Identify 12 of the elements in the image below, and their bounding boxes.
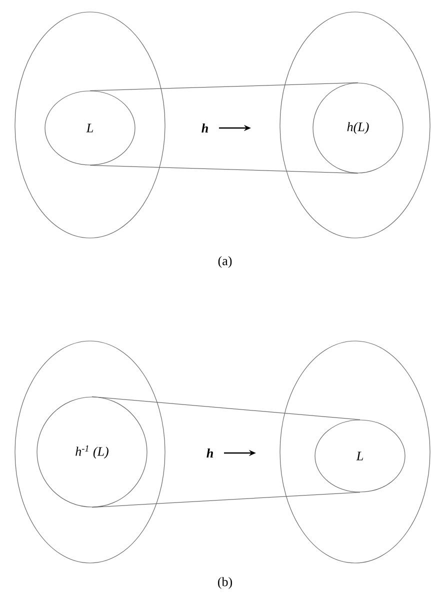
line — [90, 165, 358, 174]
label: (b) — [218, 577, 232, 589]
label: h — [206, 448, 213, 458]
ellipse — [280, 12, 430, 238]
line — [92, 396, 360, 420]
line — [92, 492, 360, 508]
ellipse — [14, 12, 166, 238]
line — [90, 82, 358, 91]
ellipse — [280, 340, 430, 564]
label: (a) — [218, 256, 232, 268]
ellipse — [14, 340, 166, 564]
label: h — [202, 123, 208, 132]
